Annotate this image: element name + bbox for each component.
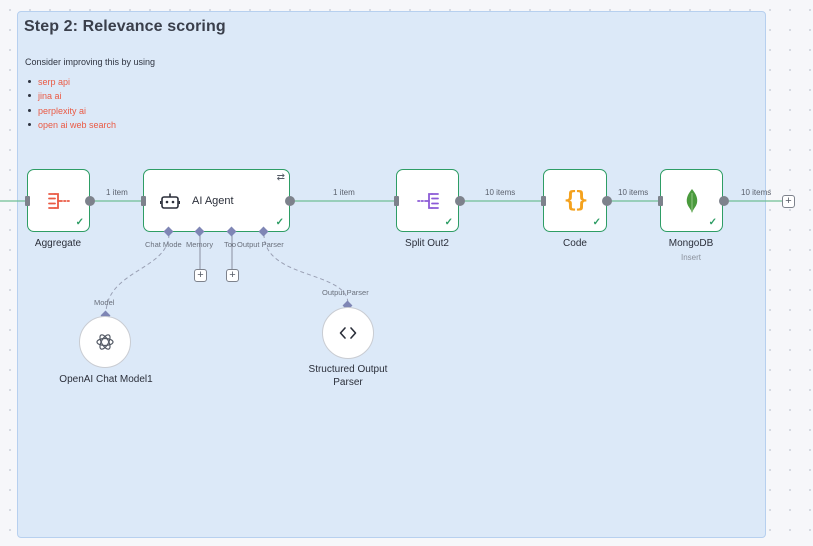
mongodb-input-port[interactable] — [658, 196, 663, 206]
split-icon — [397, 170, 458, 231]
code-input-port[interactable] — [541, 196, 546, 206]
code-node[interactable]: {} ✓ — [543, 169, 607, 232]
edge-label: 10 items — [616, 188, 651, 198]
aggregate-input-port[interactable] — [25, 196, 30, 206]
output-parser-port-label: Output Parser — [237, 240, 284, 249]
chat-model-port-label: Chat Mode — [145, 240, 182, 249]
sticky-note[interactable] — [17, 11, 766, 538]
add-memory-button[interactable]: + — [194, 269, 207, 282]
sticky-link-list: serp api jina ai perplexity ai open ai w… — [25, 75, 116, 132]
link-openai-web-search[interactable]: open ai web search — [25, 118, 116, 132]
sticky-subtitle: Consider improving this by using — [25, 57, 156, 67]
braces-icon: {} — [563, 188, 588, 213]
success-check-icon: ✓ — [275, 217, 284, 228]
mongodb-label: MongoDB — [668, 238, 714, 249]
memory-port-label: Memory — [186, 240, 214, 249]
ai-agent-output-port[interactable] — [285, 196, 295, 206]
robot-icon — [159, 192, 181, 215]
split-out-input-port[interactable] — [394, 196, 399, 206]
mongodb-leaf-icon — [661, 170, 722, 231]
success-check-icon: ✓ — [592, 217, 601, 228]
mongodb-node[interactable]: ✓ — [660, 169, 723, 232]
ai-agent-input-port[interactable] — [141, 196, 146, 206]
openai-icon — [96, 334, 114, 350]
sticky-title: Step 2: Relevance scoring — [24, 18, 226, 35]
parser-port-label: Output Parser — [322, 288, 369, 297]
code-label: Code — [563, 238, 587, 249]
model-port-label: Model — [94, 298, 115, 307]
add-tool-button[interactable]: + — [226, 269, 239, 282]
link-perplexity-ai[interactable]: perplexity ai — [25, 104, 116, 118]
aggregate-output-port[interactable] — [85, 196, 95, 206]
tool-port-label: Too — [224, 240, 237, 249]
edge-label: 10 items — [741, 188, 772, 197]
aggregate-label: Aggregate — [34, 238, 82, 249]
edge-label: 1 item — [104, 188, 130, 198]
edge-label: 10 items — [483, 188, 518, 198]
code-output-port[interactable] — [602, 196, 612, 206]
structured-output-parser-node[interactable] — [322, 307, 374, 359]
ai-agent-label: AI Agent — [192, 195, 234, 207]
split-out-node[interactable]: ✓ — [396, 169, 459, 232]
mongodb-operation-label: Insert — [680, 253, 701, 262]
success-check-icon: ✓ — [444, 217, 453, 228]
aggregate-node[interactable]: ✓ — [27, 169, 90, 232]
openai-chat-model-node[interactable] — [79, 316, 131, 368]
mongodb-output-port[interactable] — [719, 196, 729, 206]
code-brackets-icon — [339, 327, 357, 339]
success-check-icon: ✓ — [708, 217, 717, 228]
aggregate-icon — [28, 170, 89, 231]
openai-chat-model-label: OpenAI Chat Model1 — [59, 374, 153, 385]
structured-output-parser-label-line1: Structured Output — [308, 364, 388, 375]
split-out-label: Split Out2 — [405, 238, 449, 249]
split-out-output-port[interactable] — [455, 196, 465, 206]
link-jina-ai[interactable]: jina ai — [25, 89, 116, 103]
refresh-icon[interactable]: ⇄ — [276, 172, 285, 183]
success-check-icon: ✓ — [75, 217, 84, 228]
edge-label: 1 item — [331, 188, 357, 198]
add-next-node-button[interactable]: + — [782, 195, 795, 208]
link-serp-api[interactable]: serp api — [25, 75, 116, 89]
structured-output-parser-label-line2: Parser — [333, 377, 363, 388]
ai-agent-node[interactable]: AI Agent ⇄ ✓ — [143, 169, 290, 232]
